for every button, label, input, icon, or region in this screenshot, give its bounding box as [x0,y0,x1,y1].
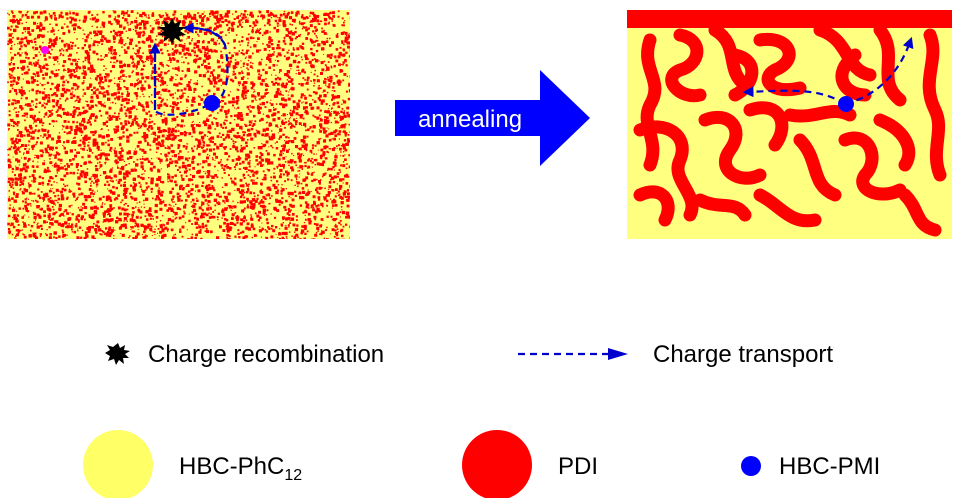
pdi-worm-domains [633,23,947,237]
annealing-arrow: annealing [395,70,590,166]
annealing-arrow-shape [395,70,590,166]
hbc-phc12-subscript: 12 [284,467,302,484]
hbc-phc12-swatch [83,430,153,498]
hbc-pmi-swatch [741,456,761,476]
starburst-icon [158,18,186,44]
legend-row-materials: HBC-PhC12 PDI HBC-PMI [83,430,880,498]
dopant-dot [41,46,49,54]
pdi-swatch [462,430,532,498]
legend-row-processes: Charge recombination Charge transport [105,341,833,368]
transport-path-right-panel-left [742,86,846,105]
transport-path-right-panel [844,36,914,106]
pdi-speckle-pattern [7,10,350,239]
pdi-top-layer [627,10,952,28]
annealing-label: annealing [418,106,522,133]
unannealed-blend-panel [7,10,350,239]
hbc-pmi-dot-right [838,96,854,112]
hbc-pmi-dot-left [204,95,220,111]
hbc-phc12-prefix: HBC-PhC [179,453,284,480]
pdi-label: PDI [558,453,598,480]
starburst-icon [105,343,130,365]
recombination-label: Charge recombination [148,341,384,368]
hbc-phc12-label: HBC-PhC12 [179,453,302,484]
hbc-pmi-label: HBC-PMI [779,453,880,480]
annealed-blend-panel [627,10,952,239]
recombination-transport-path [153,26,229,116]
transport-label: Charge transport [653,341,833,368]
transport-arrow-top-left-panel [182,22,226,46]
arrowhead-icon [608,348,628,360]
